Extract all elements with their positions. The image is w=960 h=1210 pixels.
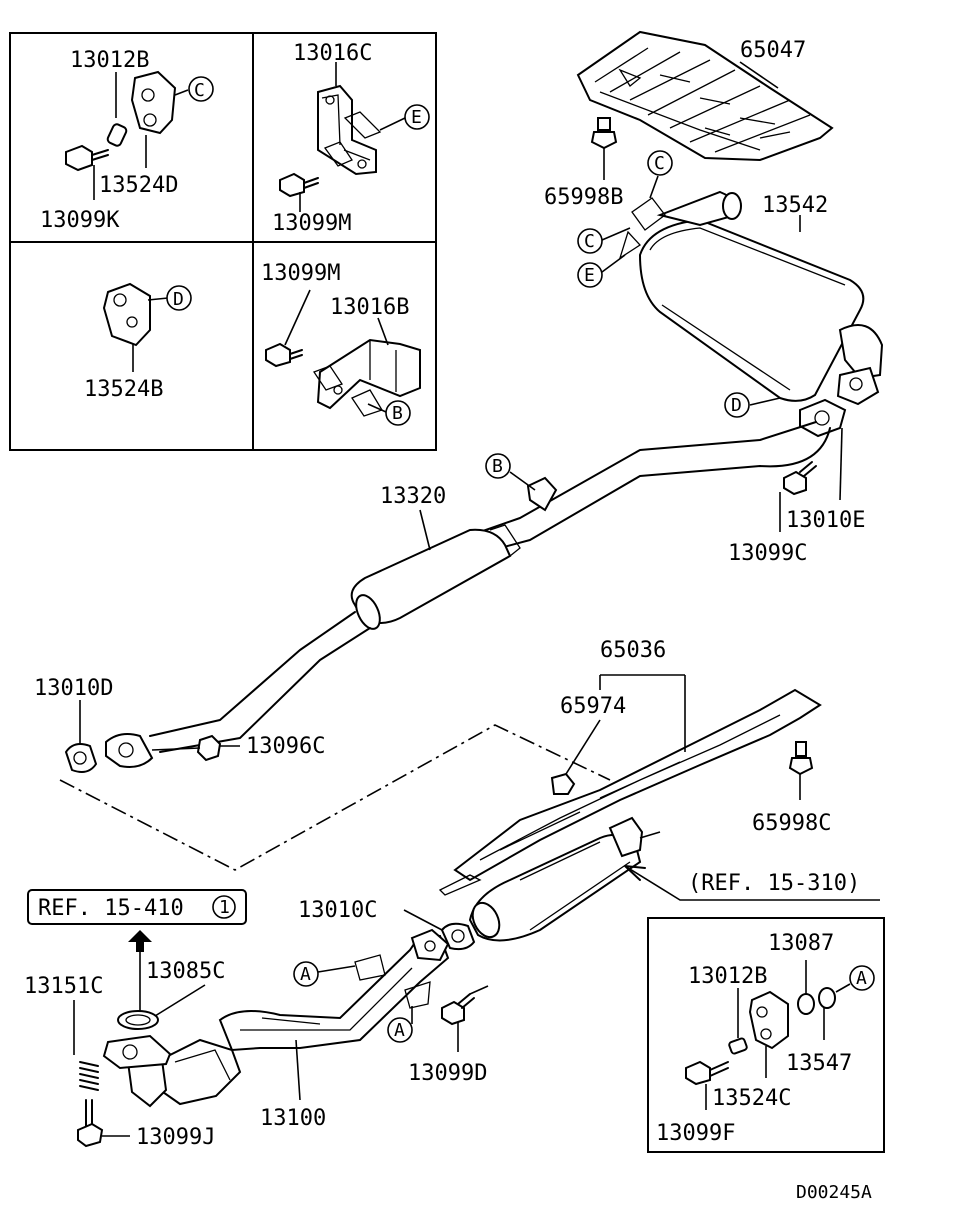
muffler-13542 [618, 190, 884, 406]
bolt-13099C [779, 461, 817, 532]
label-13524D: 13524D [99, 173, 178, 198]
label-13099D: 13099D [408, 1061, 487, 1086]
callout-C-2: C [654, 153, 665, 174]
callout-B-leader [509, 471, 536, 491]
label-13099J: 13099J [136, 1125, 215, 1150]
gasket-13085C [117, 984, 206, 1030]
callout-B-1: B [392, 403, 403, 424]
label-13151C: 13151C [24, 974, 103, 999]
callout-D-2: D [731, 395, 742, 416]
label-13016B: 13016B [330, 295, 409, 320]
label-13099M-bottom: 13099M [261, 261, 340, 286]
callout-E-2: E [584, 265, 595, 286]
bolt-13099D [441, 985, 489, 1052]
muffler-callouts [577, 150, 781, 418]
label-65998B: 65998B [544, 185, 623, 210]
heat-shield-65047 [576, 30, 834, 162]
nut-13096C [151, 734, 240, 762]
callout-C-3: C [584, 231, 595, 252]
label-65047: 65047 [740, 38, 806, 63]
label-13320: 13320 [380, 484, 446, 509]
label-65998C: 65998C [752, 811, 831, 836]
hanger-13524B-assembly [102, 282, 192, 372]
label-65974: 65974 [560, 694, 626, 719]
inset-box-hangers [9, 32, 437, 451]
label-13100: 13100 [260, 1106, 326, 1131]
label-13087: 13087 [768, 931, 834, 956]
bolt-65998C [788, 741, 814, 800]
bolt-65998B [590, 117, 618, 180]
dashdot-reference-line [59, 724, 611, 871]
label-13085C: 13085C [146, 959, 225, 984]
inset-box-hanger-13524C [647, 917, 885, 1153]
callout-B-circle [485, 453, 511, 479]
callout-A-3: A [856, 968, 867, 989]
ref-15-310: (REF. 15-310) [688, 871, 860, 896]
front-pipe-13100 [102, 928, 450, 1108]
gasket-13010C [403, 909, 476, 951]
callout-A-1: A [300, 964, 311, 985]
label-13099F: 13099F [656, 1121, 735, 1146]
nut-65974 [550, 719, 601, 795]
ref-15-410-label: REF. 15-410 [38, 896, 184, 921]
label-13524C: 13524C [712, 1086, 791, 1111]
diagram-code: D00245A [796, 1182, 872, 1203]
catalytic-converter [468, 816, 880, 942]
label-13099C: 13099C [728, 541, 807, 566]
label-13524B: 13524B [84, 377, 163, 402]
label-13096C: 13096C [246, 734, 325, 759]
heat-shield-65036 [438, 674, 822, 896]
label-13012B-top: 13012B [70, 48, 149, 73]
bracket-13016B-assembly [265, 289, 421, 426]
label-13016C: 13016C [293, 41, 372, 66]
label-13547: 13547 [786, 1051, 852, 1076]
spring-13151C [73, 1000, 99, 1091]
bolt-13099J [77, 1099, 130, 1148]
ref-15-410-number: 1 [219, 897, 230, 918]
label-13099K: 13099K [40, 208, 120, 233]
bracket-13016C-assembly [279, 62, 430, 212]
front-pipe-callouts [293, 961, 413, 1043]
label-13010C: 13010C [298, 898, 377, 923]
label-13542: 13542 [762, 193, 828, 218]
callout-B-2: B [492, 456, 503, 477]
ref-15-410-box [27, 889, 247, 1012]
hanger-13524D-assembly [65, 70, 214, 200]
callout-C-1: C [194, 80, 205, 101]
label-13010D: 13010D [34, 676, 113, 701]
hanger-13524C-assembly [685, 960, 875, 1110]
callout-D-1: D [173, 289, 184, 310]
label-13099M-top: 13099M [272, 211, 351, 236]
gasket-13010E [799, 398, 847, 501]
callout-A-2: A [394, 1020, 405, 1041]
label-13012B-bottom: 13012B [688, 964, 767, 989]
callout-E-1: E [411, 107, 422, 128]
label-13010E: 13010E [786, 508, 865, 533]
center-pipe-13320 [105, 421, 831, 768]
gasket-13010D [64, 700, 98, 773]
label-65036: 65036 [600, 638, 666, 663]
